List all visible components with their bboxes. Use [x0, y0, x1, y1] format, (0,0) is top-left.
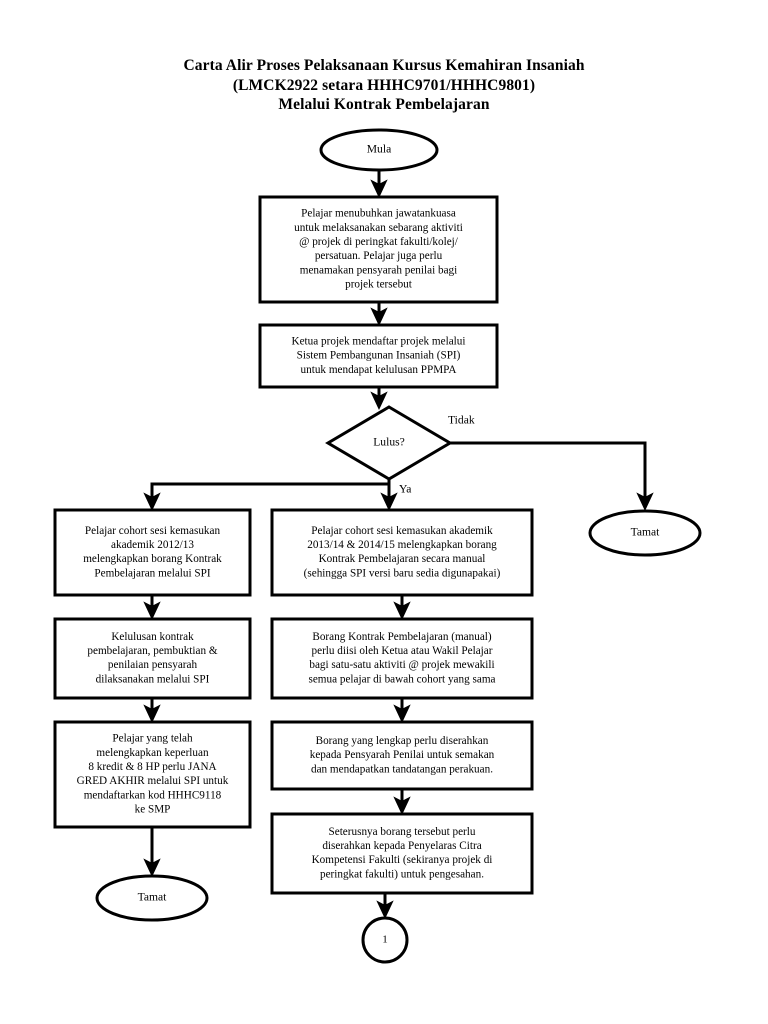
node-label-r4-line-1: Seterusnya borang tersebut perlu	[329, 826, 476, 838]
node-label-l3-line-5: mendaftarkan kod HHHC9118	[84, 789, 222, 801]
node-label-p1-line-2: untuk melaksanakan sebarang aktiviti	[294, 222, 463, 234]
node-label-start-line-1: Mula	[367, 143, 391, 156]
node-label-l3-line-4: GRED AKHIR melalui SPI untuk	[77, 775, 229, 787]
node-start: Mula	[319, 128, 439, 172]
node-label-r4-line-4: peringkat fakulti) untuk pengesahan.	[320, 868, 484, 880]
node-label-l1-line-3: melengkapkan borang Kontrak	[83, 553, 222, 565]
node-end_left: Tamat	[95, 874, 209, 922]
node-r1: Pelajar cohort sesi kemasukan akademik 20…	[270, 508, 534, 597]
node-label-r3-line-3: dan mendapatkan tandatangan perakuan.	[311, 763, 493, 775]
node-label-end_right-line-1: Tamat	[631, 526, 661, 539]
process-box-l1	[53, 508, 252, 597]
process-box-r4	[270, 812, 534, 895]
title-line-1: Carta Alir Proses Pelaksanaan Kursus Kem…	[183, 57, 585, 74]
node-label-r3-line-1: Borang yang lengkap perlu diserahkan	[316, 735, 489, 747]
node-label-l1-line-4: Pembelajaran melalui SPI	[94, 567, 210, 579]
node-r4: Seterusnya borang tersebut perlu diserahk…	[270, 812, 534, 895]
page-connector-conn1	[361, 916, 409, 964]
node-label-r1-line-3: Kontrak Pembelajaran secara manual	[319, 553, 486, 565]
title-line-3: Melalui Kontrak Pembelajaran	[278, 96, 490, 113]
node-label-d1-line-1: Lulus?	[373, 436, 405, 449]
node-r2: Borang Kontrak Pembelajaran (manual) perl…	[270, 617, 534, 700]
node-label-l3-line-1: Pelajar yang telah	[112, 733, 193, 745]
process-box-p2	[258, 323, 499, 389]
node-label-r2-line-1: Borang Kontrak Pembelajaran (manual)	[312, 631, 492, 643]
node-label-p2-line-1: Ketua projek mendaftar projek melalui	[292, 335, 466, 347]
node-label-l3-line-6: ke SMP	[135, 804, 171, 816]
node-p2: Ketua projek mendaftar projek melaluiSis…	[258, 323, 499, 389]
node-conn1: 1	[361, 916, 409, 964]
node-label-l2-line-1: Kelulusan kontrak	[111, 631, 194, 643]
node-label-l3-line-3: 8 kredit & 8 HP perlu JANA	[88, 761, 216, 773]
page-title: Carta Alir Proses Pelaksanaan Kursus Kem…	[0, 56, 768, 115]
node-label-l1-line-1: Pelajar cohort sesi kemasukan	[85, 525, 221, 537]
edge-layer	[143, 170, 654, 920]
node-label-r1-line-1: Pelajar cohort sesi kemasukan akademik	[311, 525, 493, 537]
terminator-start	[319, 128, 439, 172]
node-label-p1-line-4: persatuan. Pelajar juga perlu	[315, 250, 443, 262]
node-label-conn1-line-1: 1	[382, 934, 388, 946]
connector-e-d1-left	[143, 482, 389, 512]
node-label-p1-line-3: @ projek di peringkat fakulti/kolej/	[299, 236, 459, 248]
process-box-l3	[53, 720, 252, 829]
node-label-l2-line-4: dilaksanakan melalui SPI	[96, 673, 210, 685]
terminator-end_right	[588, 509, 702, 557]
node-l1: Pelajar cohort sesi kemasukan akademik 20…	[53, 508, 252, 597]
decision-diamond-d1	[325, 405, 453, 481]
node-l3: Pelajar yang telah melengkapkan keperluan…	[53, 720, 252, 829]
node-label-r2-line-2: perlu diisi oleh Ketua atau Wakil Pelaja…	[312, 645, 493, 657]
process-box-r1	[270, 508, 534, 597]
node-r3: Borang yang lengkap perlu diserahkan kepa…	[270, 720, 534, 791]
node-label-p1-line-5: menamakan pensyarah penilai bagi	[300, 264, 458, 276]
process-box-r2	[270, 617, 534, 700]
node-label-r2-line-3: bagi satu-satu aktiviti @ projek mewakil…	[309, 659, 494, 671]
edge-label-e-d1-end: Tidak	[448, 414, 475, 427]
title-line-2: (LMCK2922 setara HHHC9701/HHHC9801)	[232, 76, 536, 94]
node-end_right: Tamat	[588, 509, 702, 557]
node-label-l2-line-3: penilaian pensyarah	[108, 659, 198, 671]
node-label-r4-line-2: diserahkan kepada Penyelaras Citra	[322, 840, 481, 852]
node-label-p2-line-2: Sistem Pembangunan Insaniah (SPI)	[297, 350, 461, 362]
node-label-r3-line-2: kepada Pensyarah Penilai untuk semakan	[310, 749, 495, 761]
node-p1: Pelajar menubuhkan jawatankuasa untuk mel…	[258, 195, 499, 304]
edge-label-e-d1-ya: Ya	[399, 483, 411, 496]
node-label-l1-line-2: akademik 2012/13	[111, 539, 194, 551]
node-label-p2-line-3: untuk mendapat kelulusan PPMPA	[301, 364, 457, 376]
node-label-r4-line-3: Kompetensi Fakulti (sekiranya projek di	[312, 854, 493, 866]
node-label-r2-line-4: semua pelajar di bawah cohort yang sama	[308, 673, 495, 685]
process-box-l2	[53, 617, 252, 700]
process-box-r3	[270, 720, 534, 791]
connector-e-d1-end	[450, 441, 654, 512]
node-d1: Lulus?	[325, 405, 453, 481]
process-box-p1	[258, 195, 499, 304]
node-label-p1-line-1: Pelajar menubuhkan jawatankuasa	[301, 208, 456, 220]
node-label-l2-line-2: pembelajaran, pembuktian &	[87, 645, 217, 657]
node-label-r1-line-4: (sehingga SPI versi baru sedia digunapak…	[304, 567, 501, 579]
node-l2: Kelulusan kontrak pembelajaran, pembuktia…	[53, 617, 252, 700]
node-label-p1-line-6: projek tersebut	[345, 279, 413, 291]
node-label-r1-line-2: 2013/14 & 2014/15 melengkapkan borang	[307, 539, 497, 551]
terminator-end_left	[95, 874, 209, 922]
node-label-l3-line-2: melengkapkan keperluan	[96, 747, 209, 759]
node-label-end_left-line-1: Tamat	[138, 891, 168, 904]
